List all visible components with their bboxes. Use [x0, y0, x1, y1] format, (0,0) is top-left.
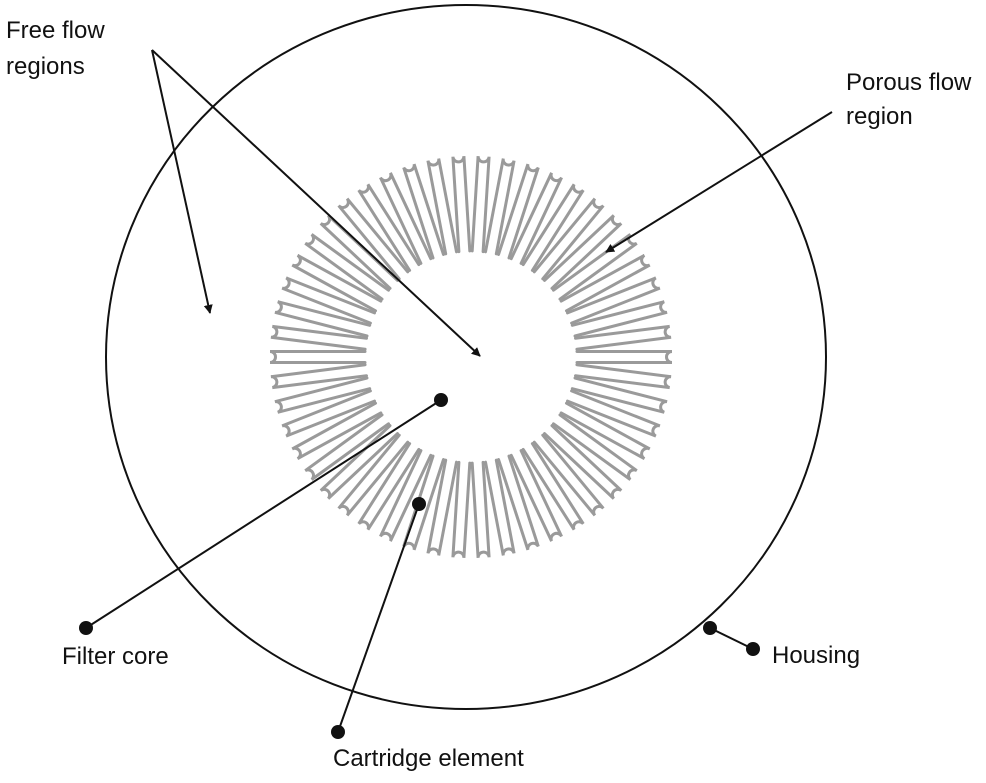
porous-flow-arrow: [605, 111, 833, 253]
free-flow-label-line2: regions: [6, 53, 85, 80]
filter-core-dot-outer: [79, 621, 93, 635]
cartridge-pleat: [521, 442, 585, 531]
cartridge-pleat: [451, 460, 472, 559]
cartridge-pleat: [319, 424, 399, 500]
porous-flow-label-line2: region: [846, 103, 913, 130]
cartridge-pleat: [274, 376, 372, 414]
cartridge-pleat: [497, 163, 540, 260]
cartridge-pleat: [451, 155, 472, 254]
cartridge-pleat: [304, 413, 390, 481]
housing-leader: [709, 627, 754, 650]
cartridge-pleat: [291, 401, 383, 461]
cartridge-pleat: [484, 158, 516, 256]
housing-circle: [105, 4, 827, 710]
cartridge-pleat: [509, 172, 563, 265]
cartridge-pleat: [532, 197, 605, 281]
cartridge-pleat: [570, 376, 668, 414]
housing-dot-on-circle: [703, 621, 717, 635]
cartridge-pleat: [379, 449, 433, 542]
cartridge-pleat: [470, 155, 491, 254]
cartridge-pleat: [552, 233, 638, 301]
cartridge-dot-inner: [412, 497, 426, 511]
cartridge-pleat: [270, 363, 368, 390]
cartridge-pleat: [337, 433, 410, 517]
free-flow-arrow-outer: [151, 49, 213, 314]
cartridge-pleat: [357, 442, 421, 531]
cartridge-pleat: [521, 183, 585, 272]
cartridge-element-label: Cartridge element: [333, 745, 524, 772]
cartridge-pleat: [543, 214, 623, 290]
porous-flow-label-line1: Porous flow: [846, 69, 972, 96]
cartridge-element-leader: [337, 503, 420, 733]
cartridge-pleat: [497, 454, 540, 551]
cartridge-pleat: [281, 276, 376, 325]
cartridge-pleat: [574, 324, 672, 351]
cartridge-pleat: [470, 460, 491, 559]
cartridge-pleat: [274, 300, 372, 338]
cartridge-pleat: [379, 172, 433, 265]
cartridge-pleat: [559, 401, 651, 461]
housing-label: Housing: [772, 642, 861, 669]
filter-core-dot-inner: [434, 393, 448, 407]
cartridge-pleat: [426, 158, 458, 256]
filter-core-label: Filter core: [62, 643, 169, 670]
cartridge-pleat: [575, 350, 673, 364]
cartridge-pleat: [337, 197, 410, 281]
filter-core-region: [371, 257, 571, 457]
cartridge-pleat: [559, 253, 651, 313]
cartridge-pleat: [357, 183, 421, 272]
free-flow-label-line1: Free flow: [6, 17, 105, 44]
cartridge-pleat: [402, 163, 445, 260]
cartridge-pleat: [270, 324, 368, 351]
cartridge-pleat: [552, 413, 638, 481]
cartridge-pleat: [543, 424, 623, 500]
cartridge-pleat: [566, 389, 661, 438]
cartridge-pleat: [319, 214, 399, 290]
cartridge-pleats: [269, 155, 673, 559]
cartridge-pleat: [426, 458, 458, 556]
cartridge-dot-outer: [331, 725, 345, 739]
cartridge-pleat: [269, 350, 367, 364]
cartridge-pleat: [574, 363, 672, 390]
cartridge-pleat: [532, 433, 605, 517]
cartridge-pleat: [484, 458, 516, 556]
housing-dot-outer: [746, 642, 760, 656]
free-flow-arrow-core: [151, 49, 481, 357]
cartridge-pleat: [281, 389, 376, 438]
cartridge-pleat: [304, 233, 390, 301]
cartridge-pleat: [509, 449, 563, 542]
filter-core-leader: [85, 399, 442, 629]
cartridge-pleat: [291, 253, 383, 313]
cartridge-pleat: [570, 300, 668, 338]
cartridge-pleat: [566, 276, 661, 325]
